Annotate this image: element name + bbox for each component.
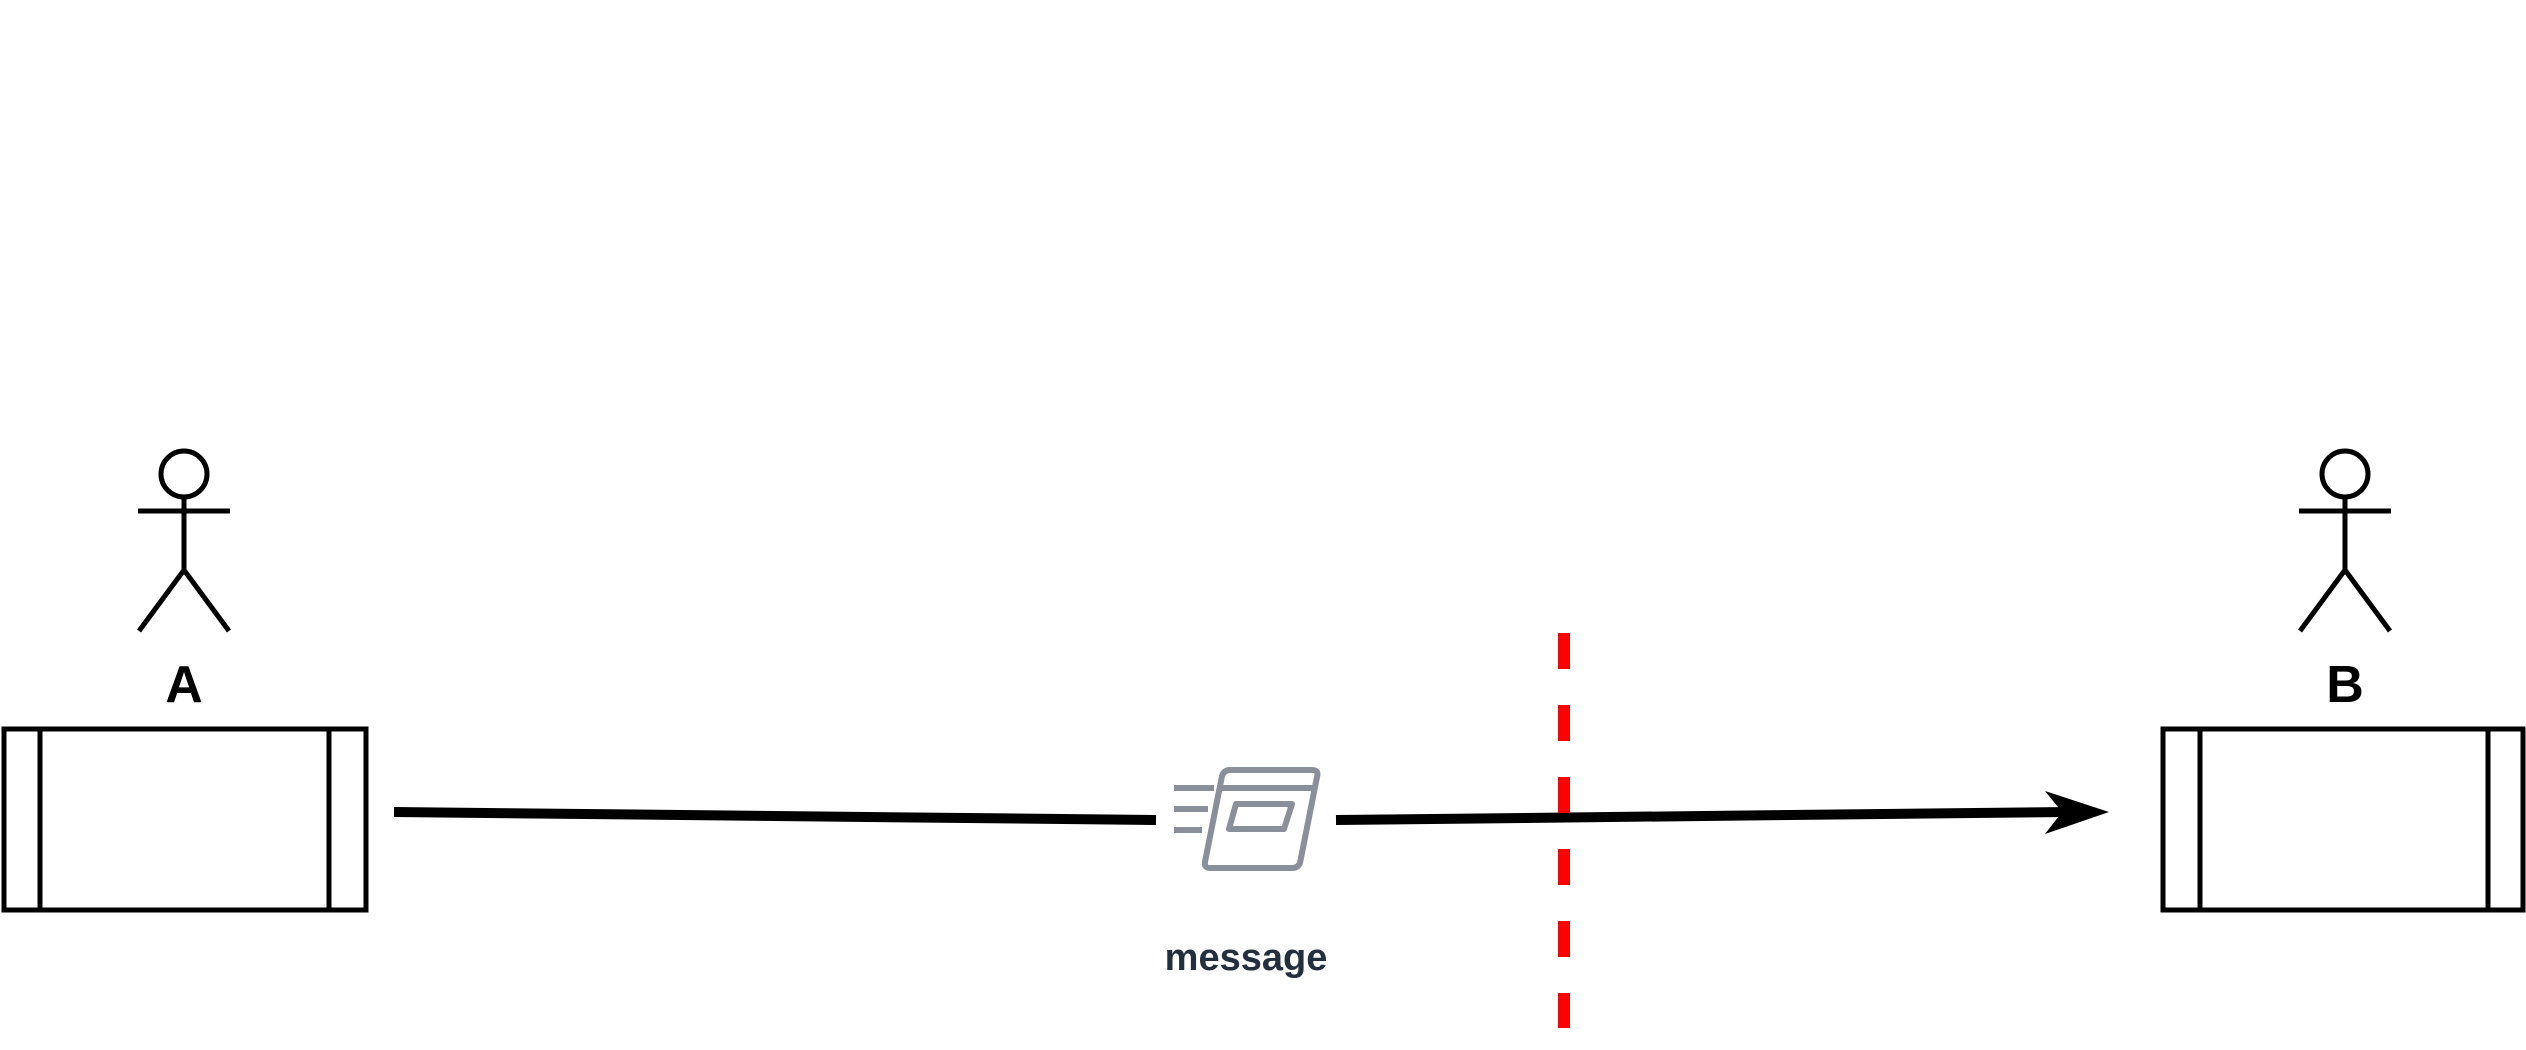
participant-a[interactable]: A <box>1 448 369 913</box>
actor-b-icon <box>2297 448 2393 633</box>
participant-b[interactable]: B <box>2160 448 2526 913</box>
message-icon <box>1174 767 1321 871</box>
process-box-b[interactable] <box>2160 726 2526 913</box>
actor-b-label: B <box>2326 656 2364 714</box>
connector-segment-right <box>1335 807 2071 825</box>
connector-segment-left <box>393 807 1157 825</box>
message-label: message <box>1165 937 1328 979</box>
arrowhead-icon <box>2045 791 2109 834</box>
actor-a-icon <box>136 448 232 633</box>
process-box-a[interactable] <box>1 726 369 913</box>
message-connector[interactable] <box>393 791 2109 834</box>
actor-a-label: A <box>165 656 203 714</box>
